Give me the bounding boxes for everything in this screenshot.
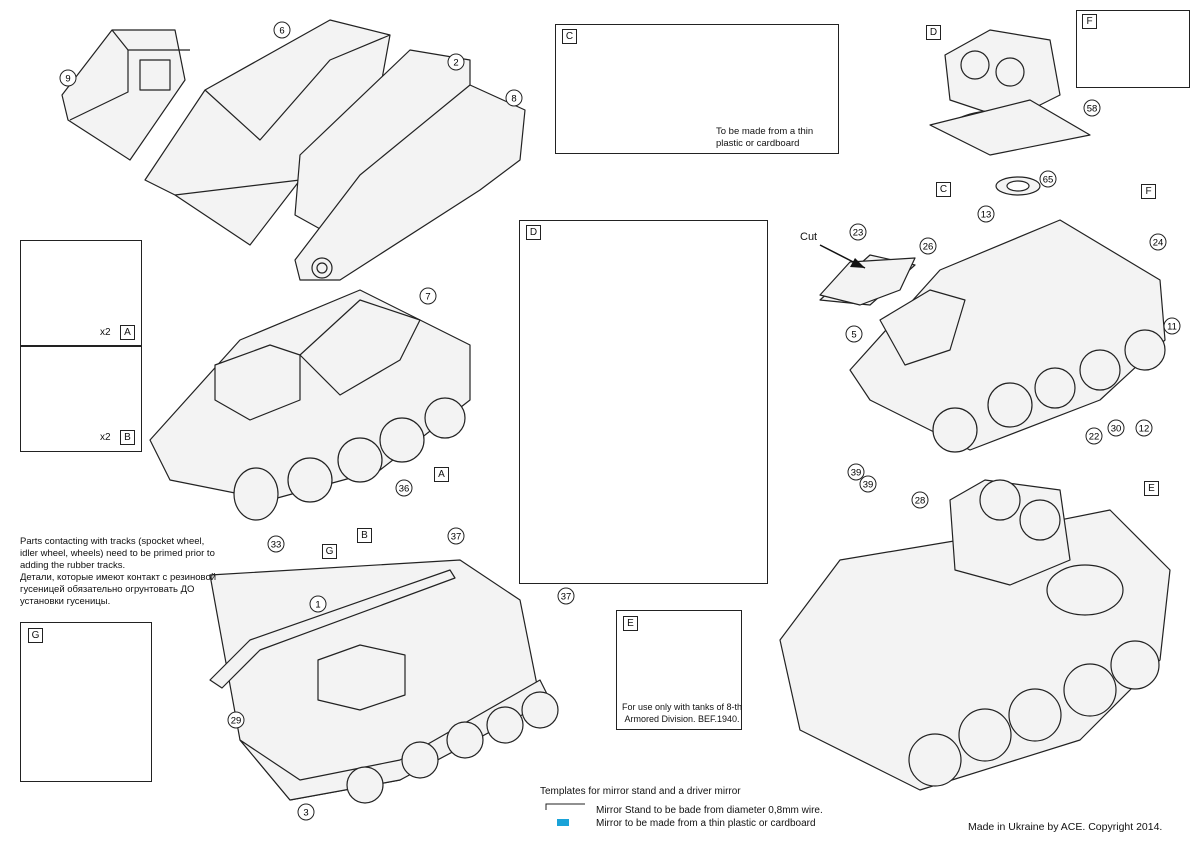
callout-circle-22 <box>1085 427 1103 445</box>
turret-d-letter: D <box>926 25 941 40</box>
callout-number-9: 9 <box>65 74 70 85</box>
callout-circle-7 <box>419 287 437 305</box>
multiplier-b: x2 <box>100 432 111 443</box>
panel-d-frame <box>519 220 768 584</box>
ref-e-letter: E <box>1144 481 1159 496</box>
callout-number-13: 13 <box>981 210 992 221</box>
callout-circle-8 <box>505 89 523 107</box>
part-8-side-plate <box>294 84 526 281</box>
callout-circle-13 <box>977 205 995 223</box>
callout-number-3: 3 <box>303 808 308 819</box>
callout-number-37: 37 <box>451 532 462 543</box>
tank-complete-e <box>779 479 1171 791</box>
panel-e-letter: E <box>623 616 638 631</box>
callout-number-36: 36 <box>399 484 410 495</box>
callout-circle-9 <box>59 69 77 87</box>
wire-legend-symbol <box>545 803 585 810</box>
turret-assembly-d <box>929 29 1091 156</box>
callout-number-58: 58 <box>1087 104 1098 115</box>
callout-number-6: 6 <box>279 26 284 37</box>
callout-number-24: 24 <box>1153 238 1164 249</box>
ring-part-65 <box>995 176 1041 196</box>
callout-number-11: 11 <box>1167 322 1177 333</box>
callout-number-12: 12 <box>1139 424 1150 435</box>
callout-number-22: 22 <box>1089 432 1100 443</box>
callout-number-7: 7 <box>425 292 430 303</box>
callout-number-8: 8 <box>511 94 516 105</box>
tank-hull-assembly-3 <box>819 219 1166 453</box>
cut-label: Cut <box>800 231 818 243</box>
panel-d-letter: D <box>526 225 541 240</box>
callout-number-5: 5 <box>851 330 856 341</box>
callout-circle-37 <box>447 527 465 545</box>
templates-title: Templates for mirror stand and a driver … <box>540 786 741 797</box>
callout-circle-1 <box>309 595 327 613</box>
callout-number-29: 29 <box>231 716 242 727</box>
callout-circle-30 <box>1107 419 1125 437</box>
part-9-front-plate <box>61 29 190 161</box>
priming-note-russian: Детали, которые имеют контакт с резиново… <box>20 572 217 607</box>
callout-circle-5 <box>845 325 863 343</box>
ref-a-letter: A <box>434 467 449 482</box>
callout-circle-23 <box>849 223 867 241</box>
ref-c-letter: C <box>936 182 951 197</box>
callout-number-30: 30 <box>1111 424 1122 435</box>
callout-circle-extra-2 <box>557 587 575 605</box>
panel-e-note: For use only with tanks of 8-th Armored … <box>622 702 743 724</box>
callout-circle-extra-4 <box>859 475 877 493</box>
callout-number-extra-2: 37 <box>561 592 572 603</box>
multiplier-a: x2 <box>100 327 111 338</box>
callout-number-26: 26 <box>923 242 934 253</box>
panel-a-letter: A <box>120 325 135 340</box>
callout-circle-58 <box>1083 99 1101 117</box>
ref-f-letter: F <box>1141 184 1156 199</box>
panel-c-letter: C <box>562 29 577 44</box>
panel-b-letter: B <box>120 430 135 445</box>
callout-number-23: 23 <box>853 228 864 239</box>
ref-g-letter: G <box>322 544 337 559</box>
callout-circle-11 <box>1163 317 1181 335</box>
callout-circle-26 <box>919 237 937 255</box>
panel-g-frame <box>20 622 152 782</box>
callout-circle-28 <box>911 491 929 509</box>
ref-b-letter: B <box>357 528 372 543</box>
priming-note-english: Parts contacting with tracks (spocket wh… <box>20 536 215 571</box>
callout-circle-33 <box>267 535 285 553</box>
part-23-plate <box>819 257 916 306</box>
callout-number-2: 2 <box>453 58 458 69</box>
part-1-strip <box>209 569 456 689</box>
panel-c-frame <box>555 24 839 154</box>
legend-plastic-text: Mirror to be made from a thin plastic or… <box>596 818 816 829</box>
callout-circle-29 <box>227 711 245 729</box>
callout-circle-39 <box>847 463 865 481</box>
panel-f-letter: F <box>1082 14 1097 29</box>
callout-circle-2 <box>447 53 465 71</box>
callout-number-28: 28 <box>915 496 926 507</box>
panel-g-letter: G <box>28 628 43 643</box>
tank-hull-assembly-2 <box>209 559 559 804</box>
callout-circle-12 <box>1135 419 1153 437</box>
callout-number-1: 1 <box>315 600 320 611</box>
panel-c-note: To be made from a thin plastic or cardbo… <box>716 126 814 149</box>
plastic-legend-symbol <box>557 819 569 826</box>
callout-circle-24 <box>1149 233 1167 251</box>
callout-number-65: 65 <box>1043 175 1054 186</box>
tank-hull-assembly-1 <box>149 289 471 521</box>
callout-circle-3 <box>297 803 315 821</box>
callout-circle-36 <box>395 479 413 497</box>
callout-circle-65 <box>1039 170 1057 188</box>
callout-circle-6 <box>273 21 291 39</box>
legend-wire-text: Mirror Stand to be bade from diameter 0,… <box>596 805 823 816</box>
copyright: Made in Ukraine by ACE. Copyright 2014. <box>968 821 1163 833</box>
callout-number-39: 39 <box>851 468 862 479</box>
callout-number-33: 33 <box>271 540 282 551</box>
callout-number-extra-4: 39 <box>863 480 874 491</box>
